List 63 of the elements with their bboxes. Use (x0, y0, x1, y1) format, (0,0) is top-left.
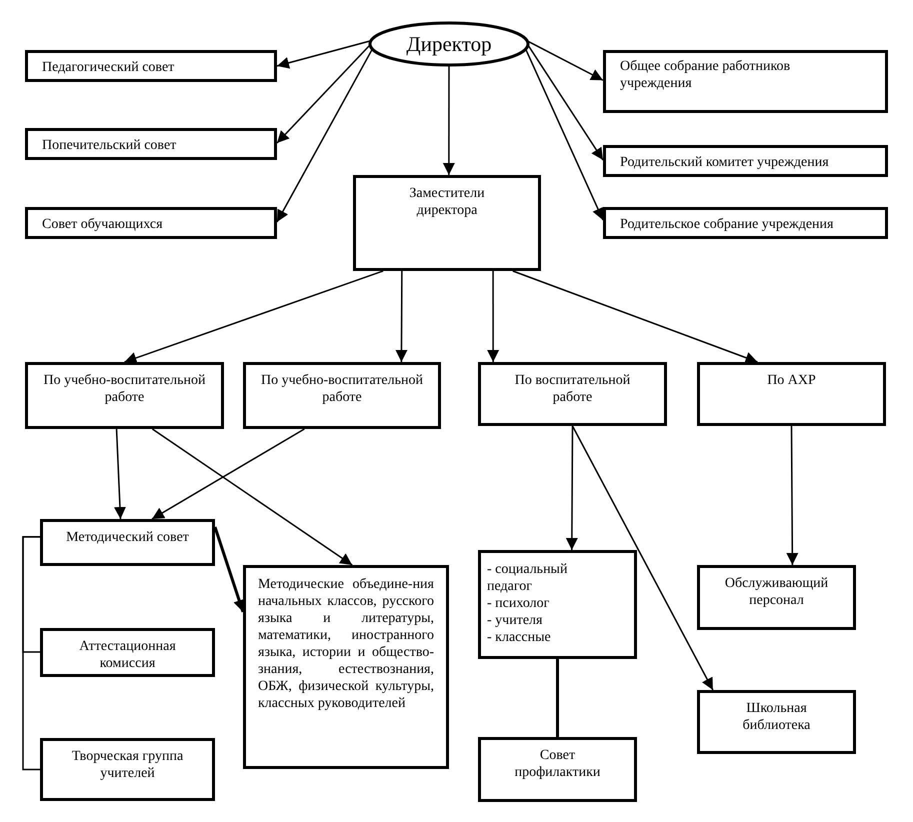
org-box (40, 628, 215, 677)
box-label: Аттестационная комиссия (78, 638, 177, 672)
box-label: Родительский комитет учреждения (620, 154, 830, 171)
arrow (572, 426, 714, 690)
org-box (40, 738, 215, 801)
org-box (603, 207, 888, 239)
box-label: Общее собрание работников учреждения (620, 58, 792, 92)
arrow (152, 428, 305, 520)
org-box (25, 50, 277, 82)
arrow (442, 66, 455, 175)
box-label: Педагогический совет (42, 59, 176, 76)
arrow (512, 270, 758, 364)
box-label: - классные (487, 629, 552, 646)
box-label: Методические объедине-ния начальных классов, русского языка и литературы, математики, иностранного языка, истории и общество-знания, естествознания, ОБЖ, физической культуры, классных руководителей (258, 576, 434, 712)
arrow (124, 270, 384, 364)
arrow (526, 40, 604, 81)
arrow (114, 428, 126, 520)
arrow (524, 48, 604, 220)
director-ellipse (368, 21, 530, 67)
arrow (276, 44, 371, 144)
box-label: По учебно-воспитательной работе (260, 372, 424, 406)
org-box (243, 565, 449, 769)
box-label: Школьная библиотека (742, 700, 812, 734)
box-label: Попечительский совет (42, 137, 178, 154)
org-box (603, 145, 888, 177)
arrow (276, 48, 373, 222)
org-box (478, 737, 637, 802)
org-box (478, 550, 637, 659)
arrow (276, 40, 372, 69)
arrow (566, 426, 578, 550)
org-box (40, 519, 215, 566)
box-label: Заместители директора (408, 185, 486, 219)
box-label: Методический совет (65, 529, 190, 546)
org-box (25, 128, 277, 160)
org-box (243, 362, 441, 429)
box-label: Обслуживающий персонал (724, 575, 830, 609)
box-label: - учителя (487, 612, 544, 629)
org-box (25, 207, 277, 239)
arrow (527, 44, 604, 160)
director-label: Директор (406, 32, 492, 56)
connector-line (556, 659, 559, 737)
box-label: - психолог (487, 595, 550, 612)
arrow (395, 271, 408, 362)
arrow (152, 428, 353, 566)
org-box (478, 362, 667, 426)
org-box (25, 362, 224, 429)
box-label: Совет профилактики (514, 747, 602, 781)
arrow (214, 526, 245, 612)
box-label: По учебно-воспитательной работе (42, 372, 207, 406)
org-box (697, 565, 856, 630)
arrow (786, 426, 798, 565)
org-box (697, 362, 886, 426)
box-label: По воспитательной работе (514, 372, 632, 406)
org-box (353, 175, 541, 271)
connector-line (22, 536, 40, 770)
org-box (603, 50, 888, 113)
box-label: - социальный педагог (487, 561, 568, 595)
box-label: Творческая группа учителей (70, 748, 184, 782)
box-label: Совет обучающихся (42, 216, 164, 233)
org-box (697, 690, 856, 754)
arrow (487, 271, 500, 362)
box-label: По АХР (766, 372, 817, 389)
box-label: Родительское собрание учреждения (620, 216, 834, 233)
